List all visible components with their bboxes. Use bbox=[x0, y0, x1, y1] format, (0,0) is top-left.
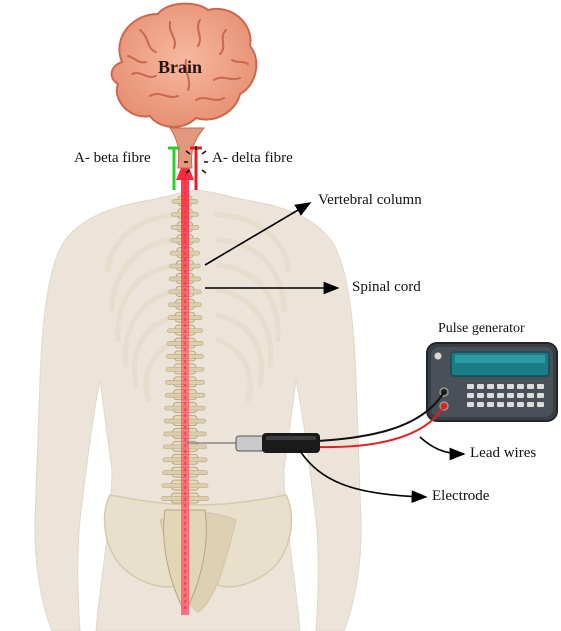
keypad-key bbox=[527, 402, 534, 407]
keypad-key bbox=[477, 393, 484, 398]
brain-label: Brain bbox=[158, 58, 202, 76]
keypad-key bbox=[537, 402, 544, 407]
keypad-key bbox=[537, 393, 544, 398]
keypad-key bbox=[517, 384, 524, 389]
keypad-key bbox=[477, 384, 484, 389]
keypad-key bbox=[497, 402, 504, 407]
pulse-generator-label: Pulse generator bbox=[438, 322, 525, 336]
keypad-key bbox=[467, 402, 474, 407]
keypad-key bbox=[517, 393, 524, 398]
keypad-key bbox=[507, 384, 514, 389]
keypad-key bbox=[497, 384, 504, 389]
keypad-key bbox=[517, 402, 524, 407]
a-delta-fibre-label: A- delta fibre bbox=[212, 151, 293, 166]
pulse-generator-device bbox=[427, 343, 557, 421]
keypad-key bbox=[497, 393, 504, 398]
keypad-key bbox=[487, 384, 494, 389]
vertebral-column-label: Vertebral column bbox=[318, 193, 422, 208]
keypad-key bbox=[507, 402, 514, 407]
keypad-key bbox=[467, 393, 474, 398]
keypad-key bbox=[467, 384, 474, 389]
a-beta-fibre-label: A- beta fibre bbox=[74, 151, 151, 166]
electrode-label: Electrode bbox=[432, 489, 489, 504]
keypad-key bbox=[527, 384, 534, 389]
keypad-key bbox=[507, 393, 514, 398]
lead-wires-arrow bbox=[420, 437, 464, 454]
keypad-key bbox=[487, 402, 494, 407]
lead-wires-label: Lead wires bbox=[470, 446, 536, 461]
keypad-key bbox=[527, 393, 534, 398]
keypad-key bbox=[537, 384, 544, 389]
spinal-cord-label: Spinal cord bbox=[352, 280, 421, 295]
keypad-key bbox=[487, 393, 494, 398]
keypad-key bbox=[477, 402, 484, 407]
